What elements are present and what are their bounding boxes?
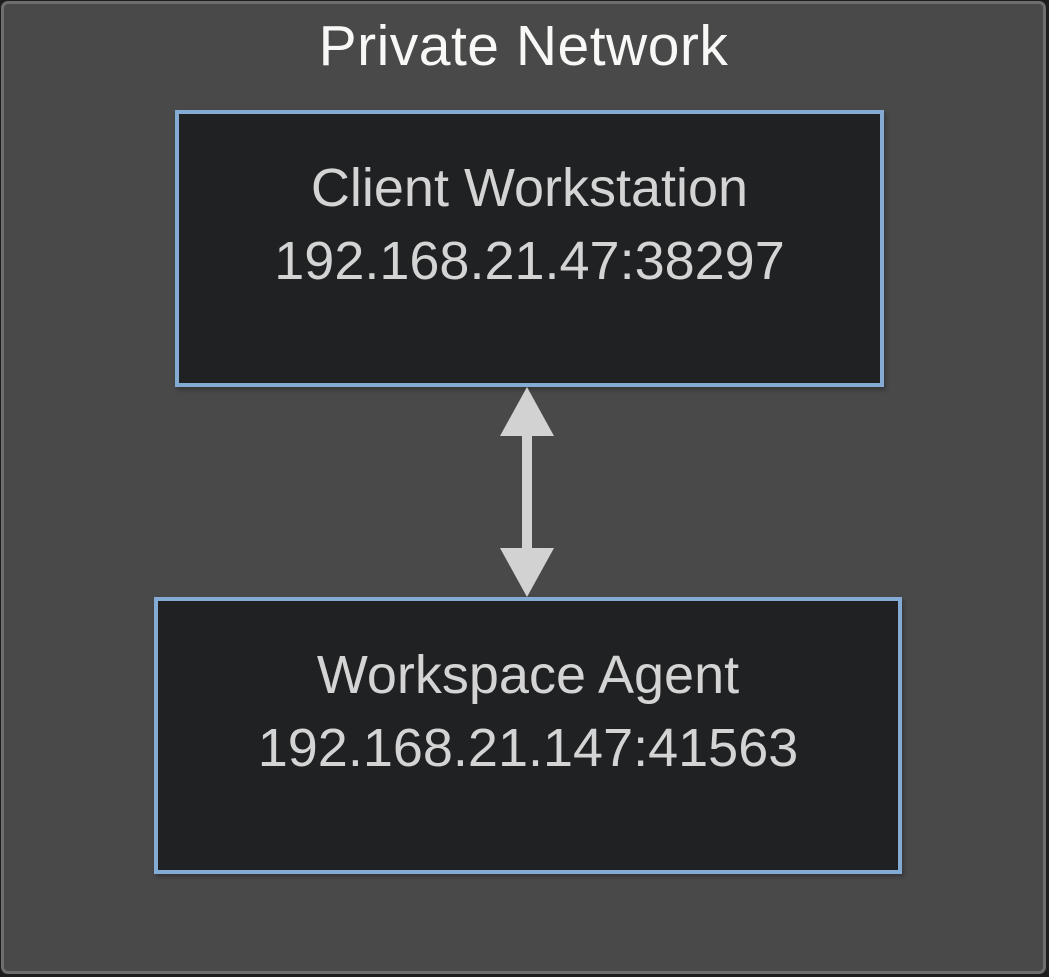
- workspace-agent-label: Workspace Agent: [316, 645, 740, 705]
- workspace-agent-address: 192.168.21.147:41563: [257, 718, 799, 778]
- diagram-title: Private Network: [318, 14, 729, 78]
- node-workspace-agent: Workspace Agent 192.168.21.147:41563: [154, 597, 902, 874]
- client-workstation-label: Client Workstation: [310, 158, 749, 218]
- client-workstation-address: 192.168.21.47:38297: [274, 231, 785, 291]
- node-client-workstation: Client Workstation 192.168.21.47:38297: [175, 110, 884, 387]
- bidirectional-arrow-icon: [500, 387, 554, 597]
